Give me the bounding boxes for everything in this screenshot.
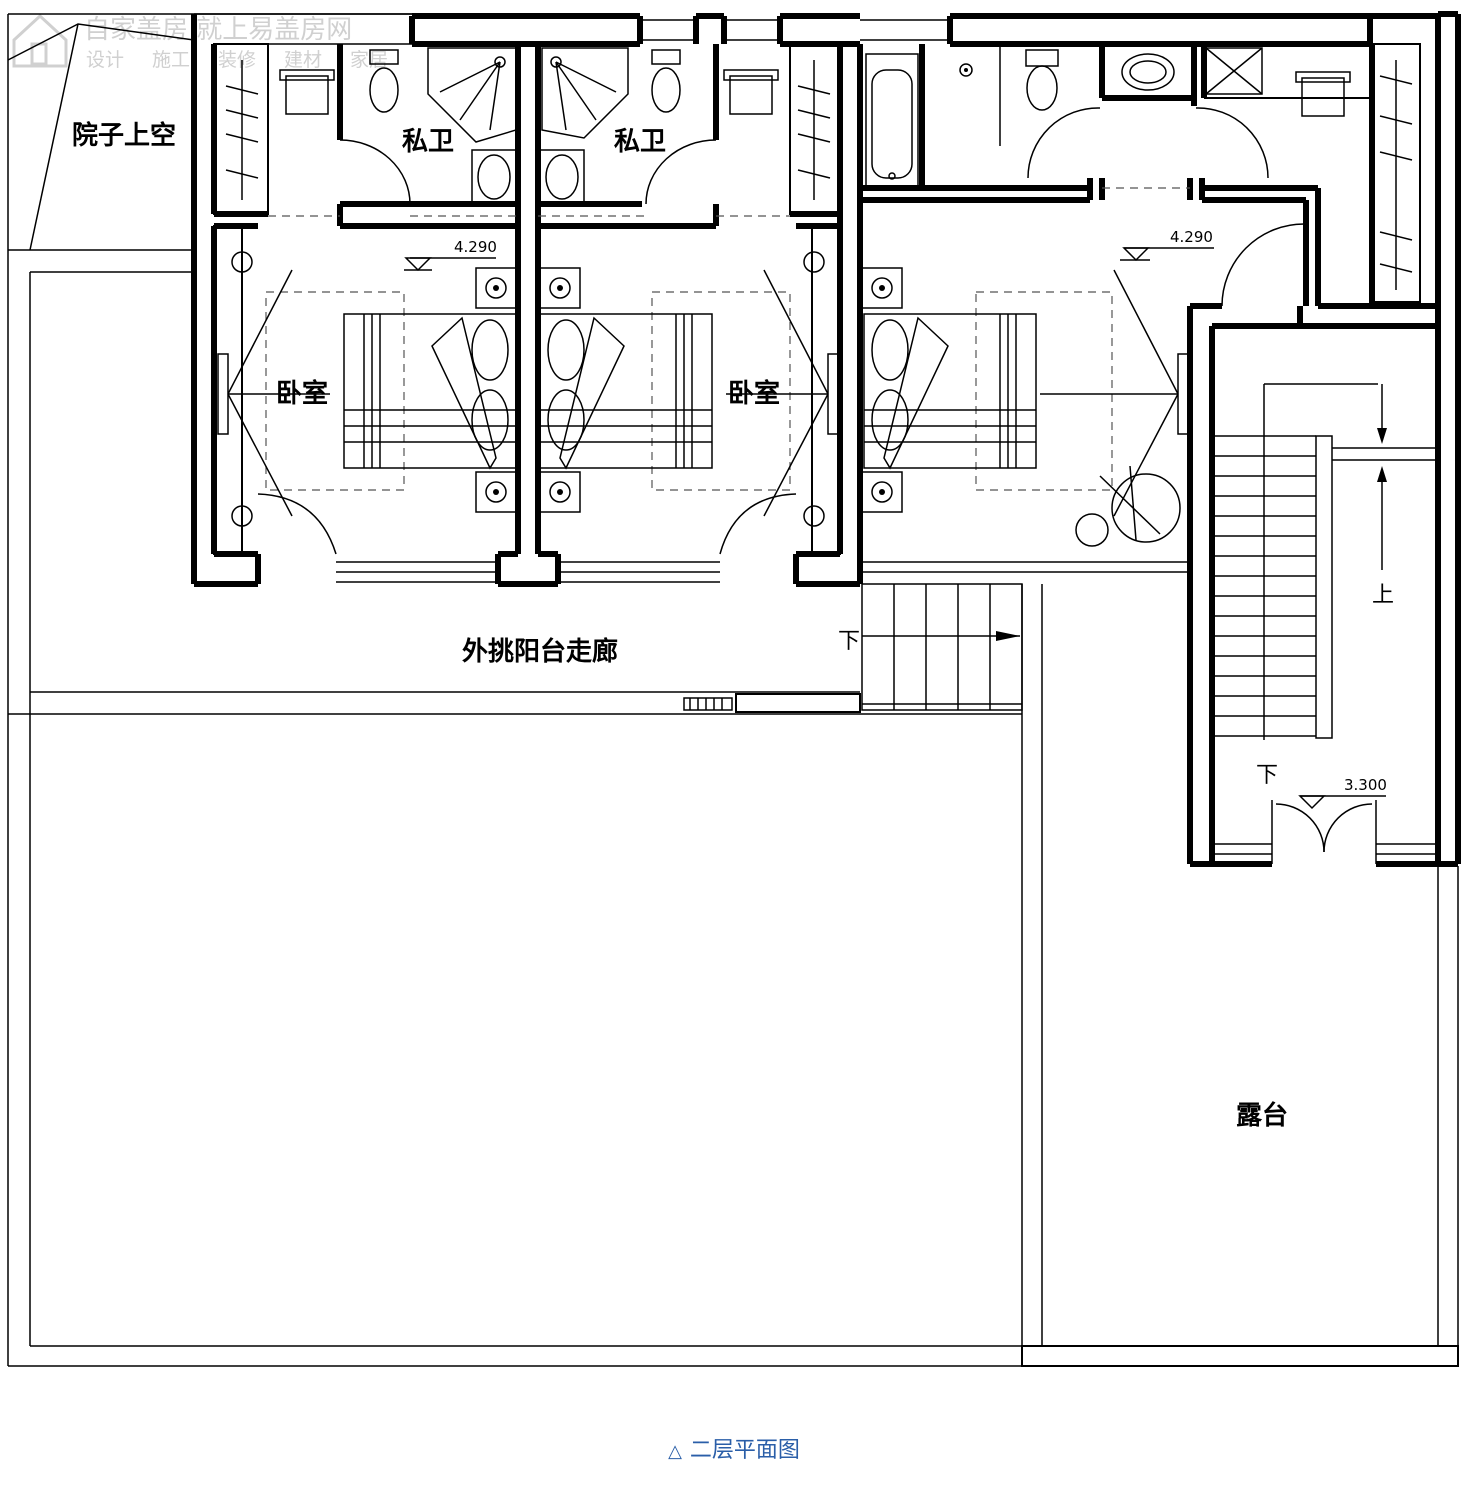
caption-text: 二层平面图 [689, 1438, 800, 1463]
toilet-icon [1025, 49, 1059, 111]
stair-down-label: 下 [1256, 763, 1278, 788]
level-label-stair: 3.300 [1344, 776, 1387, 794]
watermark-tag: 施工 [152, 49, 190, 71]
main-staircase [1214, 383, 1436, 864]
room-label-bedroom-2: 卧室 [728, 378, 780, 409]
washbasin-icon [471, 149, 517, 205]
watermark-logo [12, 13, 68, 68]
watermark-tag: 设计 [86, 49, 124, 71]
watermark-tag: 装修 [218, 49, 256, 71]
toilet-icon [651, 49, 681, 113]
ceiling-outline [975, 291, 1113, 491]
washbasin-icon [1121, 53, 1175, 91]
bathroom-door-swing [645, 139, 717, 205]
watermark-tag: 建材 [284, 49, 322, 71]
shower-icon [427, 47, 517, 143]
bed-icon [539, 313, 713, 470]
nightstand-lamp-icon [475, 267, 903, 513]
stair-down-label: 下 [838, 629, 860, 654]
bathtub-icon [865, 53, 919, 187]
toilet-icon [369, 49, 399, 113]
watermark-tag: 家居 [350, 49, 388, 71]
shaft-icon [1205, 47, 1263, 95]
door-swing [719, 493, 797, 555]
door-swing [1221, 223, 1305, 307]
room-label-balcony-corridor: 外挑阳台走廊 [462, 636, 618, 667]
room-label-bathroom-2: 私卫 [614, 127, 666, 157]
washbasin-icon [539, 149, 585, 205]
room-label-terrace: 露台 [1236, 1100, 1288, 1131]
column-circles [231, 251, 825, 527]
wall-unit [217, 269, 1189, 517]
figure-caption: △ 二层平面图 [0, 1432, 1468, 1464]
level-marker [404, 257, 496, 272]
level-label-left: 4.290 [454, 238, 497, 256]
level-marker [1120, 247, 1214, 262]
room-label-bedroom-1: 卧室 [276, 378, 328, 409]
building-walls [191, 11, 1461, 867]
room-label-courtyard-void: 院子上空 [72, 120, 176, 151]
level-label-right: 4.290 [1170, 228, 1213, 246]
stair-up-label: 上 [1372, 583, 1394, 608]
room-label-bathroom-1: 私卫 [402, 127, 454, 157]
stair-balcony [861, 583, 1023, 711]
bed-icon [863, 313, 1037, 470]
level-marker [1298, 795, 1386, 810]
shower-icon [541, 47, 629, 139]
door-swing [1195, 107, 1269, 179]
chair-icon [279, 69, 335, 115]
bed-icon [343, 313, 517, 470]
round-table-icon [1075, 465, 1181, 547]
chair-icon [1295, 71, 1351, 117]
closet-left [225, 60, 259, 200]
floor-plan: 自家盖房 就上易盖房网 设计 施工 装修 建材 家居 [7, 11, 1461, 1367]
watermark-brand: 自家盖房 就上易盖房网 [84, 15, 352, 45]
bathroom-door-swing [339, 139, 411, 205]
drain-grille [683, 697, 733, 711]
balcony-beam [735, 693, 861, 713]
triangle-icon: △ [668, 1441, 682, 1462]
chair-icon [723, 69, 779, 115]
shower-head-icon [959, 63, 973, 77]
closet-center [797, 60, 831, 200]
door-swing [257, 493, 337, 555]
closet-right [1373, 43, 1421, 303]
door-swing [1027, 107, 1101, 179]
outer-boundary [7, 13, 1459, 1367]
